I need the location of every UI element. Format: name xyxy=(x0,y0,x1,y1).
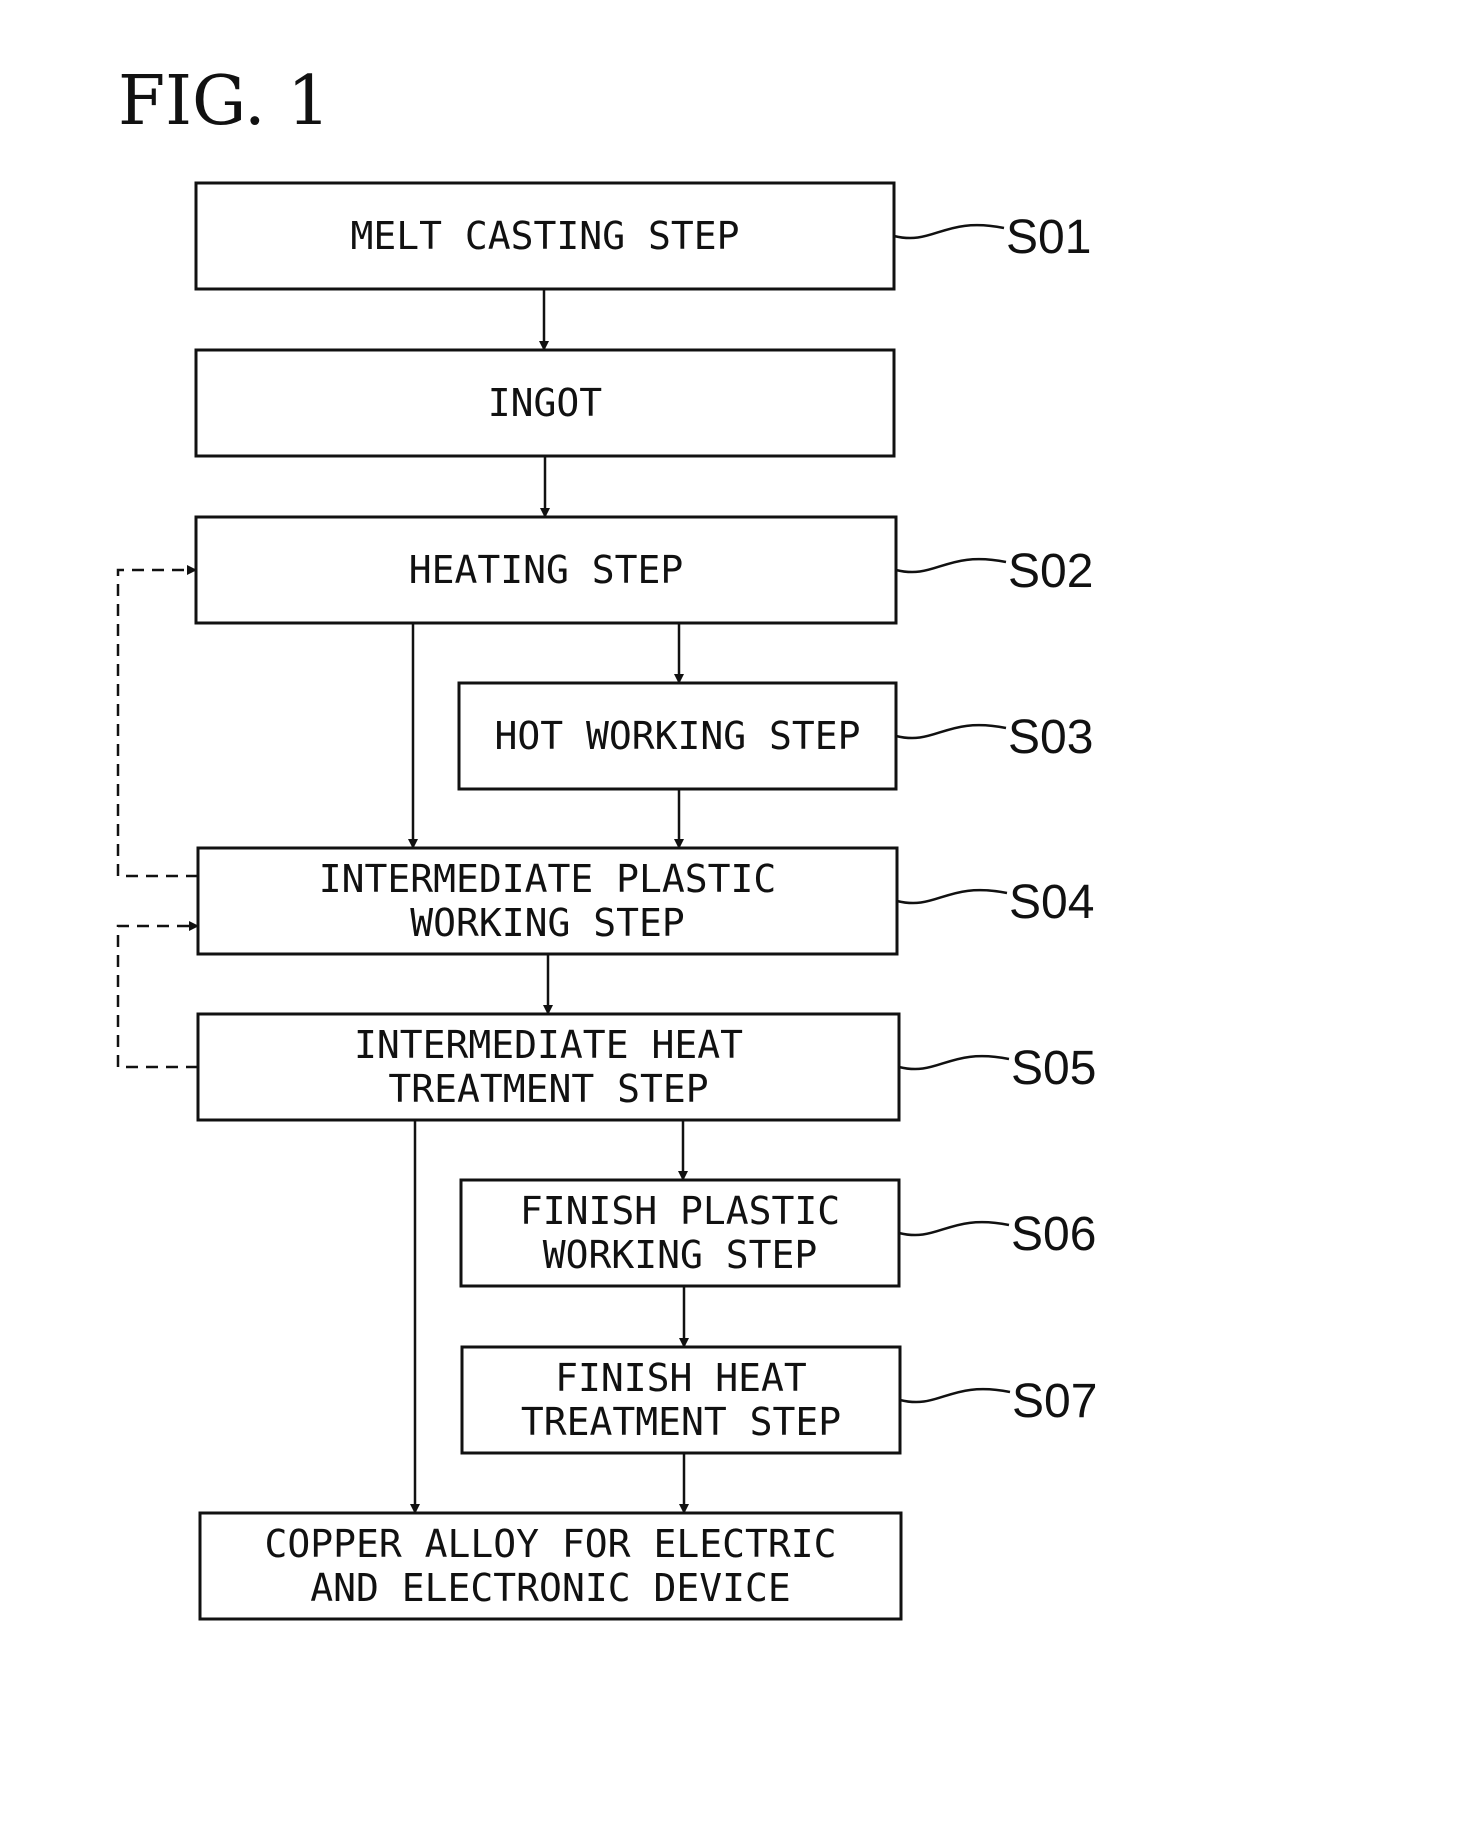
node-text-hot-0: HOT WORKING STEP xyxy=(494,714,860,758)
dashed-arrow-interHeat-to-interPlastic xyxy=(118,926,198,1067)
node-text-interHeat-1: TREATMENT STEP xyxy=(388,1067,708,1111)
node-text-interPlastic-1: WORKING STEP xyxy=(410,901,685,945)
node-text-finishPlastic-1: WORKING STEP xyxy=(543,1233,818,1277)
leader-line-melt xyxy=(894,225,1004,238)
leader-line-interPlastic xyxy=(897,890,1007,903)
step-label-interHeat: S05 xyxy=(1011,1042,1096,1095)
leader-line-finishHeat xyxy=(900,1389,1010,1402)
node-text-finishHeat-0: FINISH HEAT xyxy=(555,1356,807,1400)
nodes-layer: MELT CASTING STEP S01INGOT HEATING STEP S02… xyxy=(196,183,1097,1619)
node-text-product-1: AND ELECTRONIC DEVICE xyxy=(310,1566,790,1610)
leader-line-hot xyxy=(896,725,1006,738)
dashed-arrow-interPlastic-to-heating xyxy=(118,570,198,876)
leader-line-heating xyxy=(896,559,1006,572)
node-interHeat: INTERMEDIATE HEATTREATMENT STEP S05 xyxy=(198,1014,1096,1120)
node-finishPlastic: FINISH PLASTICWORKING STEP S06 xyxy=(461,1180,1096,1286)
node-text-interPlastic-0: INTERMEDIATE PLASTIC xyxy=(319,857,777,901)
step-label-finishPlastic: S06 xyxy=(1011,1208,1096,1261)
node-finishHeat: FINISH HEATTREATMENT STEP S07 xyxy=(462,1347,1097,1453)
node-product: COPPER ALLOY FOR ELECTRICAND ELECTRONIC … xyxy=(200,1513,901,1619)
node-text-finishHeat-1: TREATMENT STEP xyxy=(521,1400,841,1444)
node-text-heating-0: HEATING STEP xyxy=(409,548,684,592)
node-text-ingot-0: INGOT xyxy=(488,381,602,425)
step-label-melt: S01 xyxy=(1006,211,1091,264)
figure-title: FIG. 1 xyxy=(118,62,330,141)
node-hot: HOT WORKING STEP S03 xyxy=(459,683,1093,789)
step-label-interPlastic: S04 xyxy=(1009,876,1094,929)
node-ingot: INGOT xyxy=(196,350,894,456)
step-label-hot: S03 xyxy=(1008,711,1093,764)
step-label-heating: S02 xyxy=(1008,545,1093,598)
node-heating: HEATING STEP S02 xyxy=(196,517,1093,623)
node-melt: MELT CASTING STEP S01 xyxy=(196,183,1091,289)
leader-line-finishPlastic xyxy=(899,1222,1009,1235)
step-label-finishHeat: S07 xyxy=(1012,1375,1097,1428)
node-text-interHeat-0: INTERMEDIATE HEAT xyxy=(354,1023,743,1067)
node-text-finishPlastic-0: FINISH PLASTIC xyxy=(520,1189,840,1233)
leader-line-interHeat xyxy=(899,1056,1009,1069)
node-interPlastic: INTERMEDIATE PLASTICWORKING STEP S04 xyxy=(198,848,1094,954)
node-text-melt-0: MELT CASTING STEP xyxy=(351,214,740,258)
node-text-product-0: COPPER ALLOY FOR ELECTRIC xyxy=(265,1522,837,1566)
